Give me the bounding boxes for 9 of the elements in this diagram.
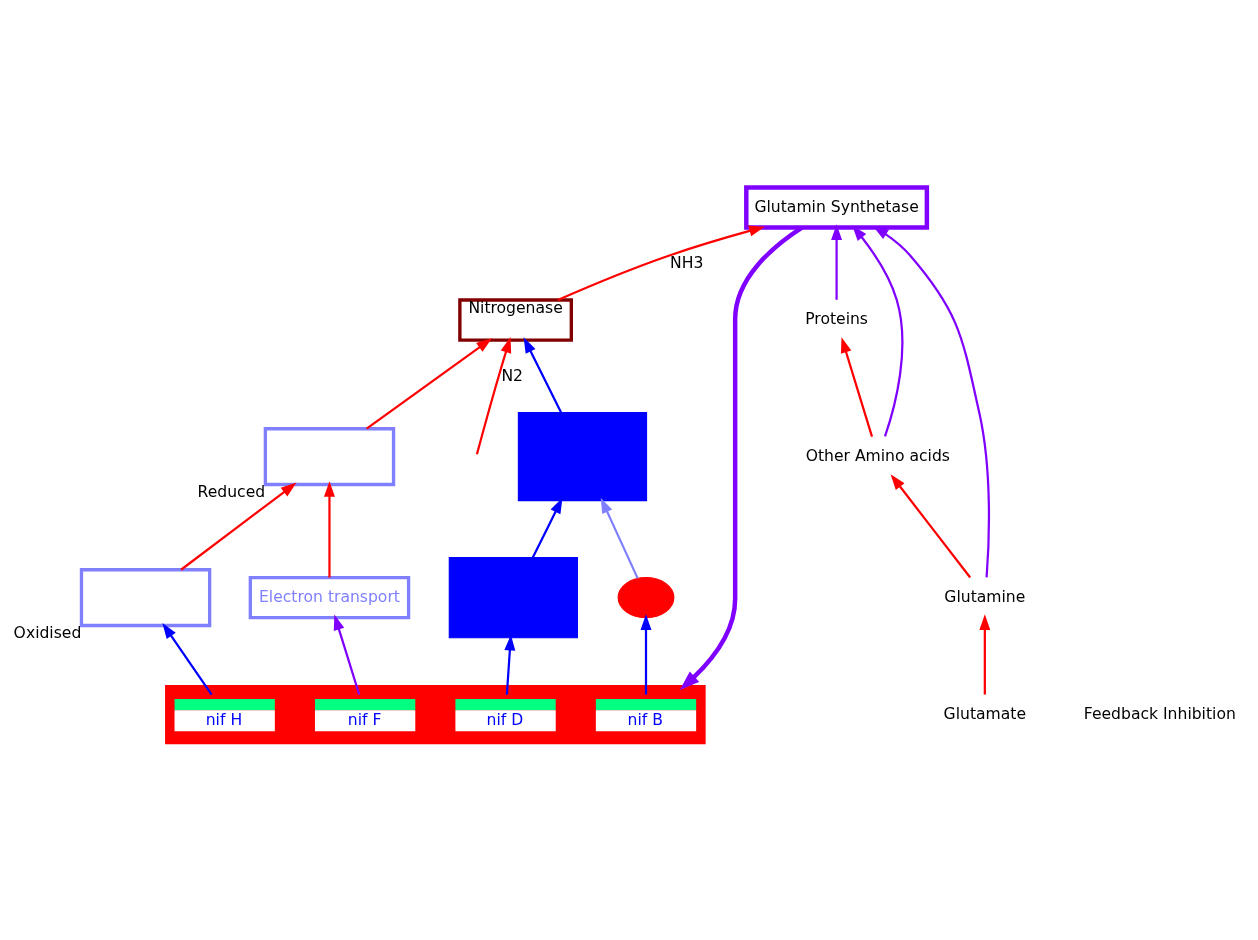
edge-label: N2 <box>501 366 524 385</box>
node-label: Reduced <box>197 482 266 501</box>
node-text: Proteins <box>805 310 868 329</box>
node-text: Glutamine <box>944 587 1026 606</box>
node-text: Glutamate <box>943 704 1027 723</box>
node-label: Oxidised <box>13 623 82 642</box>
label: Feedback Inhibition <box>1083 704 1236 723</box>
node-text: Other Amino acids <box>805 446 950 465</box>
edge-label: NH3 <box>670 253 704 272</box>
